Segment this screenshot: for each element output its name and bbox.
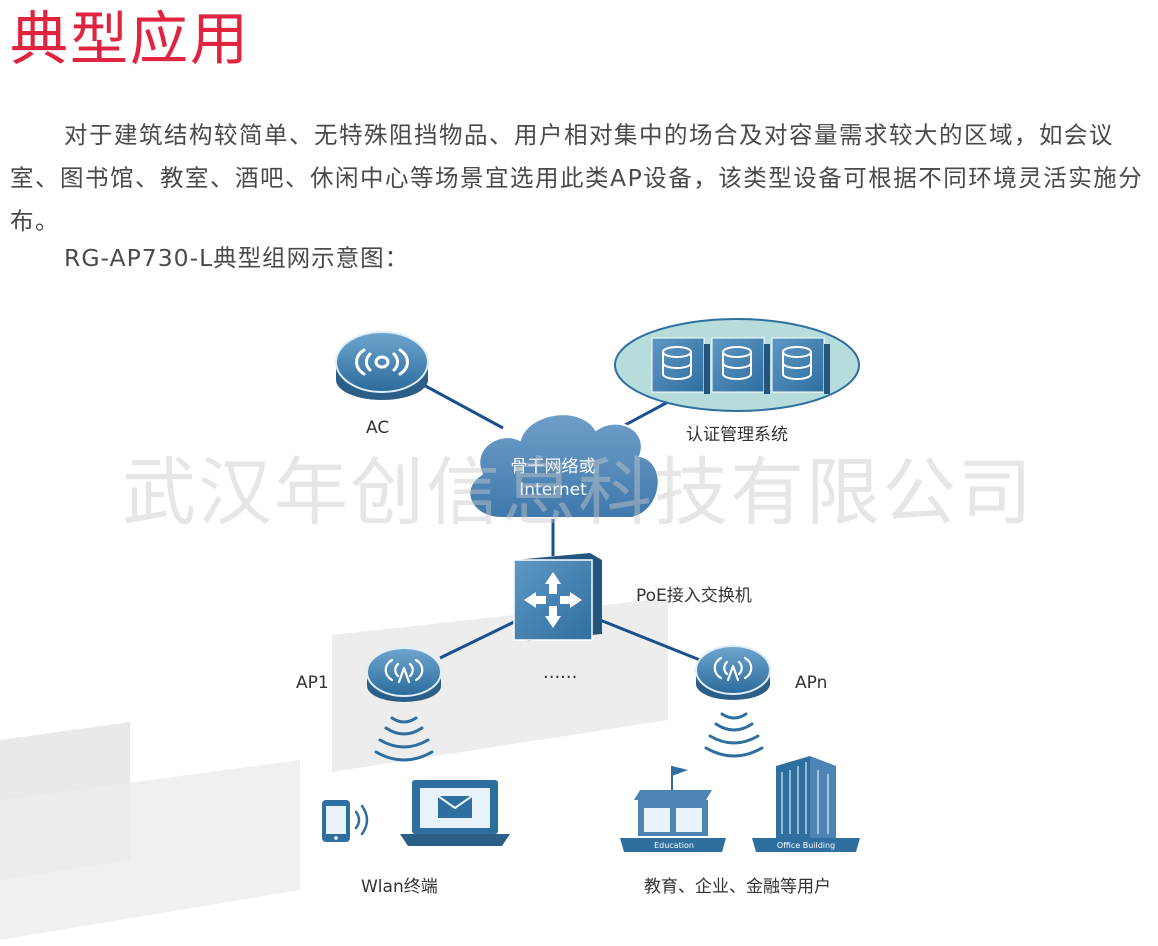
background-panels	[0, 598, 668, 940]
link-switch-ap1	[439, 620, 515, 660]
ap1-wifi-icon	[374, 716, 434, 762]
apn-device	[695, 645, 771, 700]
ap1-antenna-icon	[384, 658, 424, 684]
network-diagram: AC 认证管理系统 骨干网络或 Internet	[0, 318, 1034, 940]
link-ac-cloud	[419, 381, 504, 430]
ac-device	[335, 331, 429, 400]
auth-system-label: 认证管理系统	[686, 425, 788, 445]
link-switch-apn	[599, 618, 701, 662]
users-label: 教育、企业、金融等用户	[644, 877, 831, 897]
cloud-icon	[468, 413, 660, 519]
server-icon-3	[771, 337, 830, 394]
apn-wifi-icon	[704, 712, 764, 758]
company-watermark: 武汉年创信息科技有限公司	[122, 450, 1034, 536]
ac-signal-icon	[355, 348, 409, 376]
switch-label: PoE接入交换机	[636, 586, 752, 606]
diagram-caption: RG-AP730-L典型组网示意图：	[64, 244, 410, 272]
server-icon-1	[651, 337, 710, 394]
more-aps-ellipsis: ······	[543, 667, 577, 688]
wlan-terminal-label: Wlan终端	[361, 877, 438, 897]
mail-icon	[437, 795, 473, 818]
phone-icon	[322, 800, 369, 842]
education-tag: Education	[654, 841, 694, 850]
apn-antenna-icon	[713, 656, 753, 682]
ap1-device	[366, 647, 442, 702]
education-building-icon	[620, 766, 726, 852]
laptop-icon	[400, 780, 510, 846]
apn-label: APn	[795, 673, 827, 693]
office-building-icon	[752, 756, 860, 852]
auth-system	[614, 318, 860, 412]
intro-paragraph: 对于建筑结构较简单、无特殊阻挡物品、用户相对集中的场合及对容量需求较大的区域，如…	[10, 121, 1144, 235]
poe-switch-icon	[513, 553, 602, 641]
cloud-label-line2: Internet	[519, 480, 587, 500]
cloud-label-line1: 骨干网络或	[511, 457, 596, 477]
ac-label: AC	[366, 418, 389, 438]
page-title: 典型应用	[10, 5, 251, 73]
server-icon-2	[711, 337, 770, 394]
ap1-label: AP1	[296, 673, 329, 693]
office-building-tag: Office Building	[777, 841, 835, 850]
